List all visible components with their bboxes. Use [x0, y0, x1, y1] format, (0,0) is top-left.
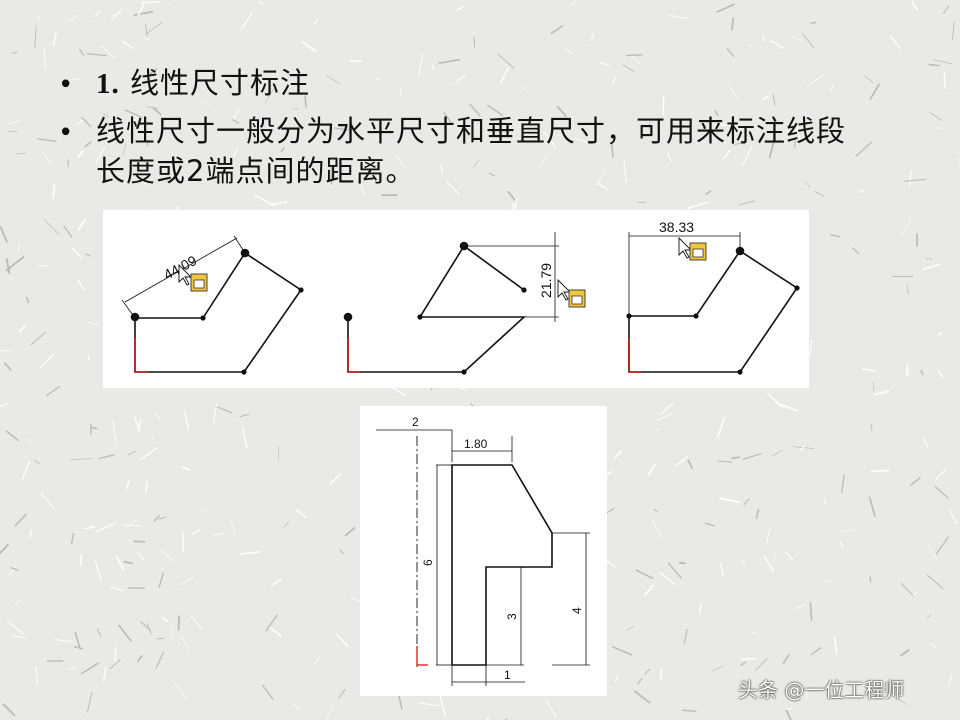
sketch-horizontal-dimension [627, 232, 799, 374]
bullet-body-line2: 长度或2端点间的距离。 [96, 152, 415, 190]
dimensioned-drawing: 2 1.80 6 3 4 1 [360, 406, 607, 696]
sketch-figure-strip: 44.09 21.79 [103, 210, 809, 388]
fig3-dimension-value: 38.33 [659, 219, 694, 235]
dim-total-height-value: 6 [421, 559, 435, 566]
cursor-dimension-icon [679, 238, 706, 260]
dim-width-value: 1.80 [464, 437, 488, 451]
dim-right-height-value: 4 [570, 607, 584, 614]
fig2-dimension-value: 21.79 [538, 263, 554, 298]
sketch-vertical-dimension [345, 232, 560, 374]
sketch-aligned-dimension [122, 236, 303, 374]
sketch-figures: 44.09 21.79 [103, 210, 809, 388]
dim-bottom-value: 1 [504, 668, 511, 682]
dimensioned-drawing-panel: 2 1.80 6 3 4 1 [360, 406, 607, 696]
cursor-dimension-icon [558, 280, 585, 307]
dim-top-value: 2 [412, 415, 419, 429]
drawing-outline [376, 430, 590, 686]
bullet-body-line1: 线性尺寸一般分为水平尺寸和垂直尺寸，可用来标注线段 [96, 112, 846, 150]
bullet-dot-2: • [58, 114, 73, 152]
bullet-heading: 1. 线性尺寸标注 [96, 64, 310, 103]
watermark-text: 头条 @一位工程师 [738, 674, 904, 703]
dim-inner-height-value: 3 [505, 613, 519, 620]
bullet-dot-1: • [58, 66, 73, 104]
